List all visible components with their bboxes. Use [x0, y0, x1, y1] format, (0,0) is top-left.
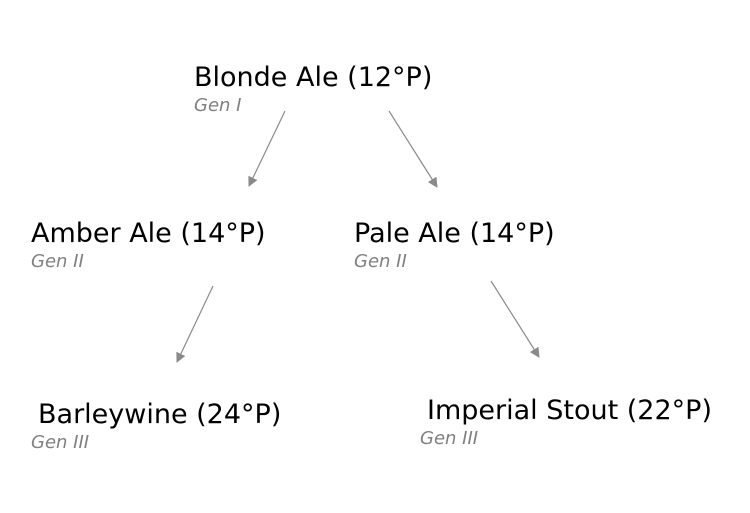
node-amber-ale: Amber Ale (14°P) Gen II: [31, 220, 266, 271]
node-generation: Gen II: [31, 251, 84, 272]
node-label: Amber Ale (14°P): [31, 218, 266, 249]
node-generation: Gen III: [31, 432, 90, 453]
node-barleywine: Barleywine (24°P) Gen III: [31, 399, 282, 452]
node-generation: Gen II: [354, 251, 407, 272]
node-generation: Gen III: [420, 428, 479, 449]
node-label: Barleywine (24°P): [38, 399, 282, 430]
node-generation: Gen I: [194, 95, 242, 116]
edge-blonde-to-pale: [388, 110, 438, 188]
node-label: Imperial Stout (22°P): [427, 395, 712, 426]
node-label: Blonde Ale (12°P): [194, 62, 433, 93]
node-imperial-stout: Imperial Stout (22°P) Gen III: [420, 395, 712, 448]
node-label: Pale Ale (14°P): [354, 218, 555, 249]
edge-amber-to-barleywine: [176, 285, 214, 363]
node-blonde-ale: Blonde Ale (12°P) Gen I: [194, 64, 432, 115]
edge-pale-to-stout: [490, 280, 540, 358]
edge-blonde-to-amber: [248, 110, 286, 187]
node-pale-ale: Pale Ale (14°P) Gen II: [354, 220, 555, 271]
